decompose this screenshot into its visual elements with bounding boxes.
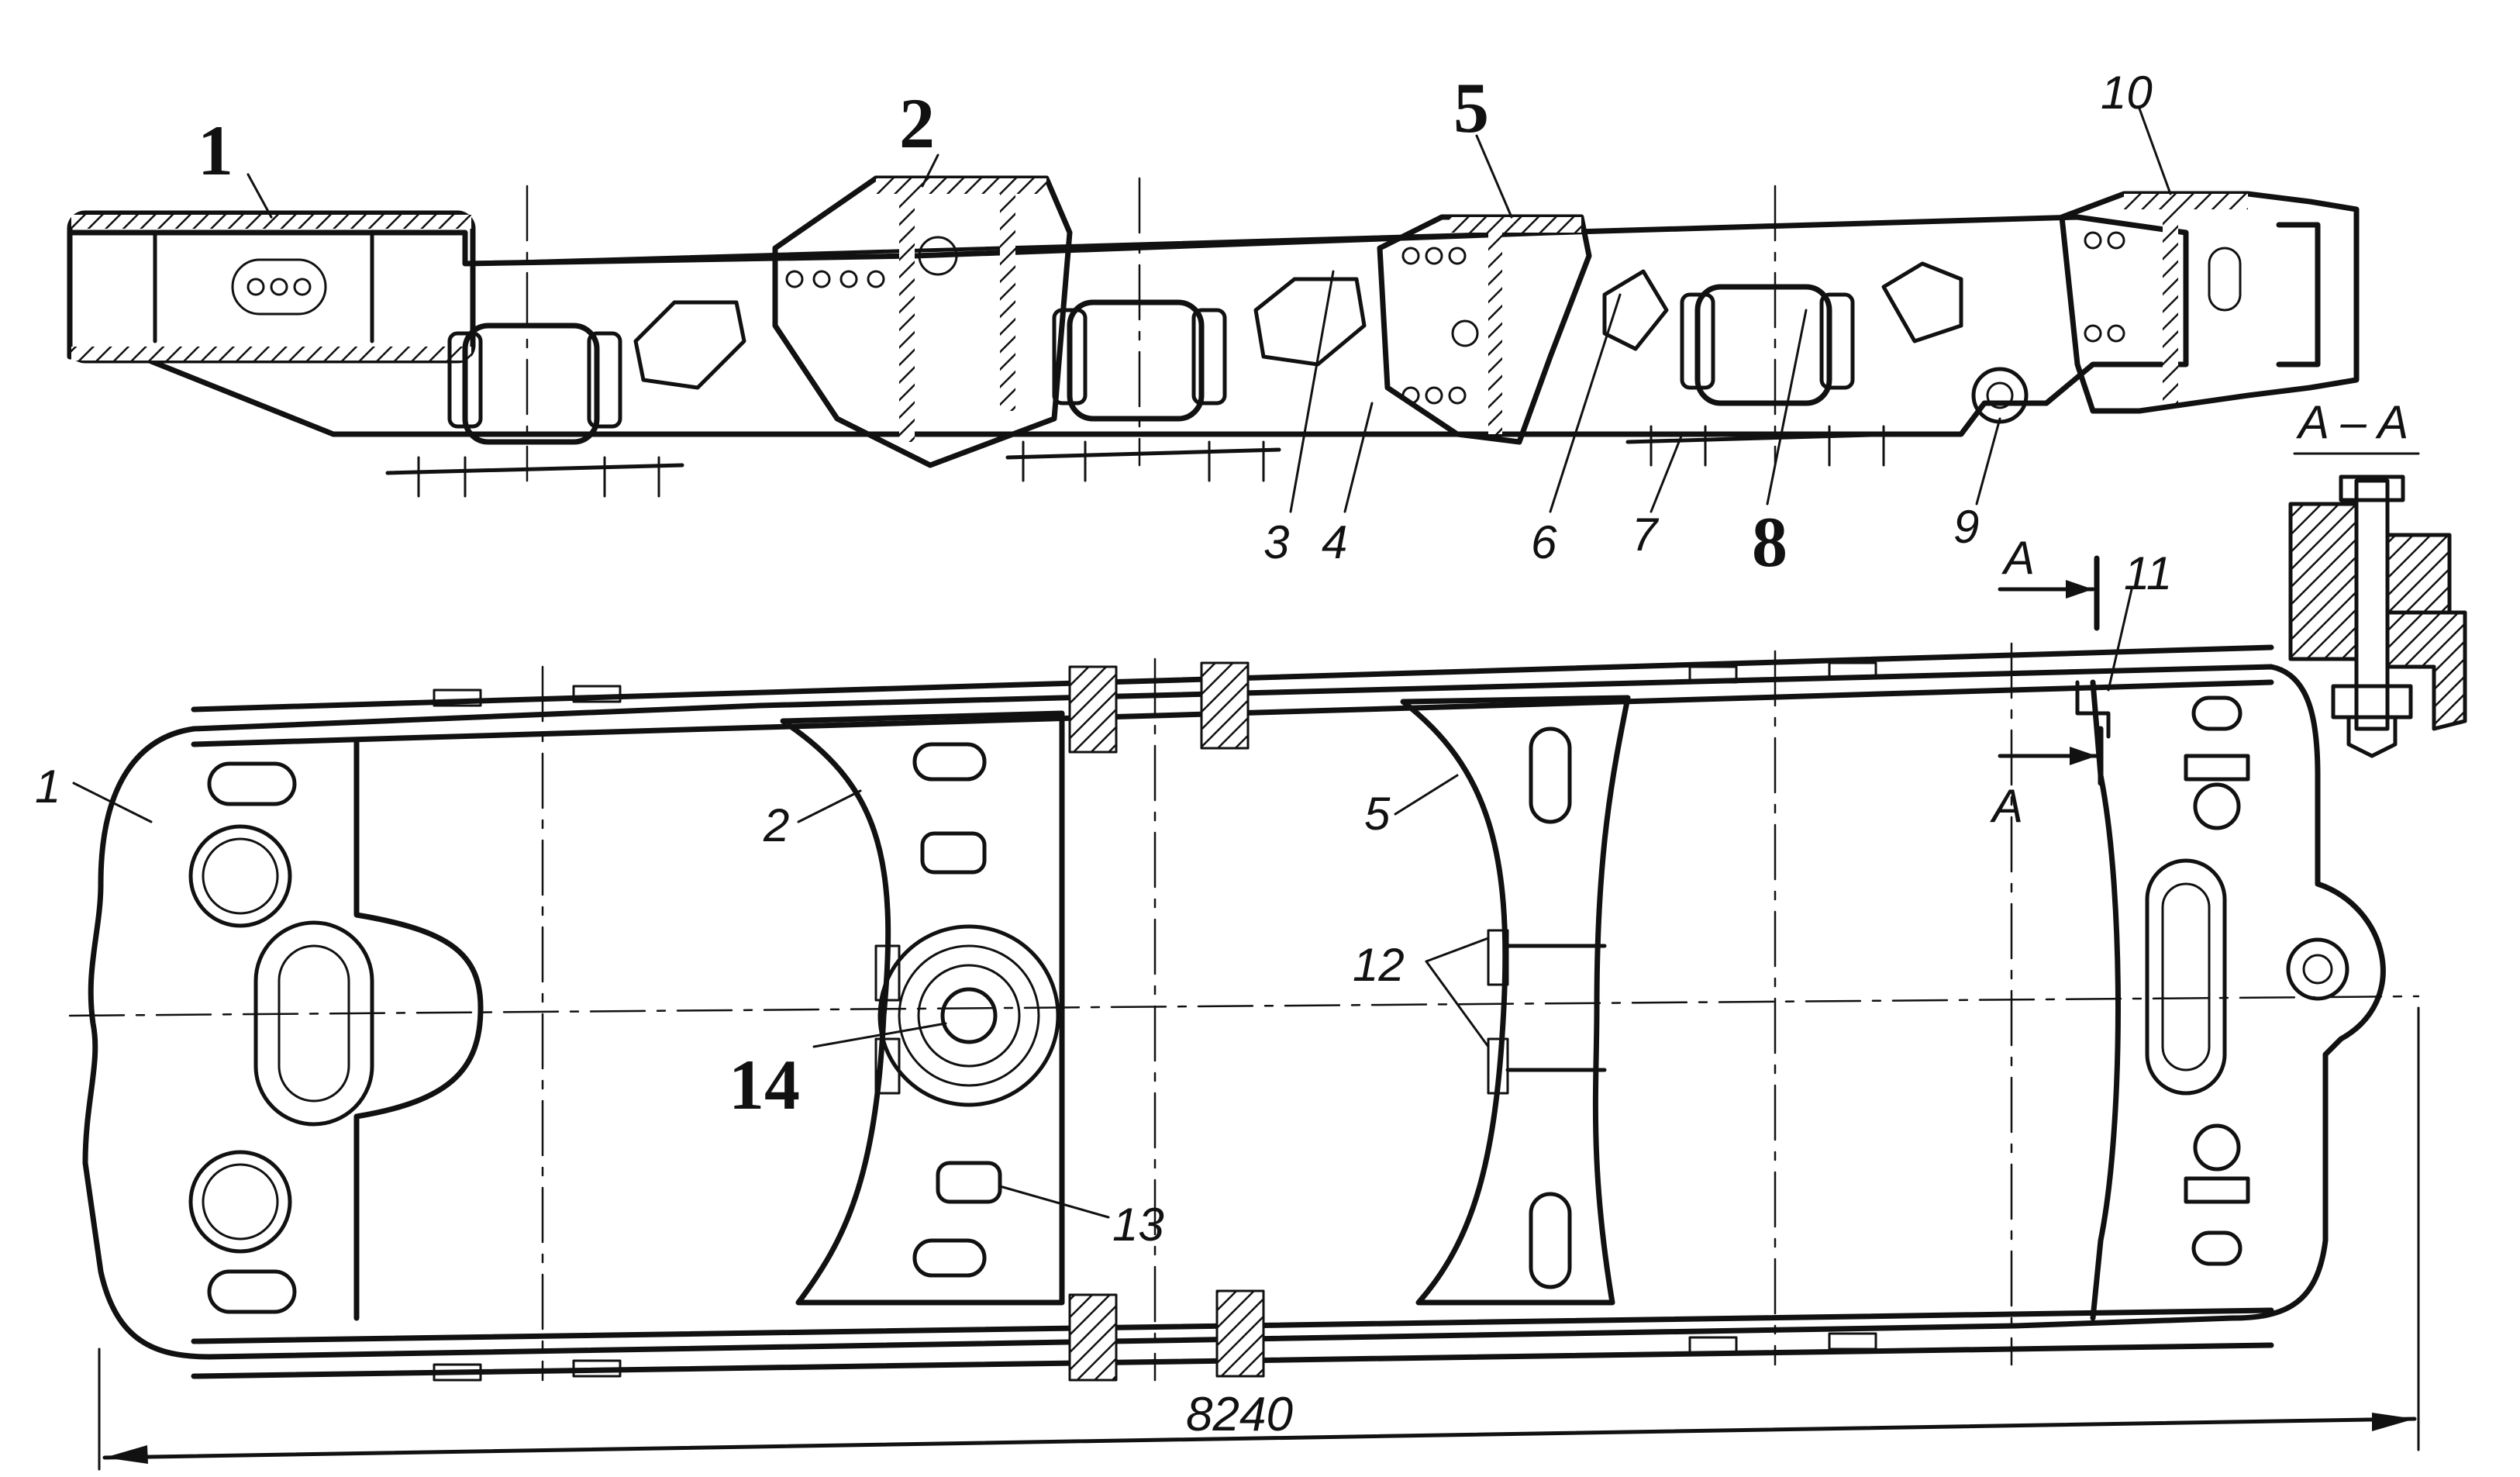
end-beam-right-side [2059, 191, 2360, 414]
label-side-1: 1 [198, 111, 233, 190]
side-view: 1 2 3 4 5 6 7 8 9 10 [67, 67, 2360, 581]
label-plan-13: 13 [1112, 1199, 1164, 1251]
label-section-arrow-upper: A [2001, 532, 2035, 584]
label-plan-12: 12 [1353, 939, 1405, 991]
label-side-8: 8 [1752, 502, 1787, 581]
label-side-3: 3 [1263, 516, 1289, 568]
section-a-a: A – A [2288, 396, 2467, 758]
label-side-9: 9 [1953, 501, 1979, 553]
frame-windows-side [633, 261, 1963, 390]
label-side-6: 6 [1531, 516, 1557, 568]
cross-beam-2-plan [780, 710, 1065, 1306]
section-title: A – A [2296, 396, 2408, 448]
cross-beam-2-side [772, 175, 1073, 468]
side-leaders [246, 107, 2172, 513]
spring-sets-side [447, 284, 1855, 445]
label-plan-11: 11 [2124, 547, 2172, 599]
side-frame-outline [67, 214, 2189, 437]
plan-leaders [72, 588, 2133, 1219]
overall-dimension: 8240 [98, 1006, 2420, 1471]
label-side-4: 4 [1322, 516, 1347, 568]
end-beam-right-plan [2075, 679, 2349, 1321]
label-side-5: 5 [1453, 68, 1489, 147]
plan-joints [1068, 661, 1265, 1382]
label-section-arrow-lower: A [1990, 780, 2023, 832]
cross-beam-5-side [1377, 214, 1592, 445]
label-side-7: 7 [1632, 509, 1660, 561]
plan-brackets [433, 661, 1877, 1382]
label-side-10: 10 [2101, 67, 2153, 119]
label-plan-2: 2 [763, 799, 789, 851]
label-plan-5: 5 [1364, 788, 1391, 840]
cross-beam-5-plan [1400, 695, 1631, 1306]
side-bolts [385, 367, 2029, 498]
plan-frame-outline [82, 664, 2386, 1360]
dimension-label: 8240 [1186, 1388, 1293, 1441]
section-arrows [1998, 555, 2104, 786]
label-plan-14: 14 [729, 1045, 800, 1124]
end-beam-left-side [67, 210, 476, 364]
label-plan-1: 1 [35, 761, 60, 813]
plan-view: 1 2 5 11 12 13 14 A A [35, 532, 2420, 1382]
end-beam-left-plan [188, 737, 484, 1321]
label-side-2: 2 [899, 84, 935, 163]
